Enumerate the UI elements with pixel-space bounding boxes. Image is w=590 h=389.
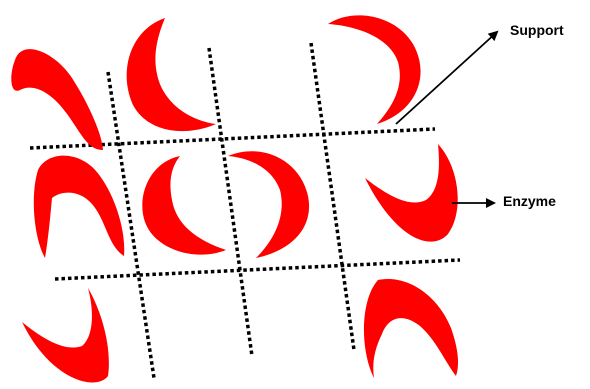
enzyme-molecules (11, 15, 458, 382)
support-label: Support (510, 22, 564, 38)
enzyme-shape (364, 279, 458, 378)
enzyme-shape (328, 15, 421, 124)
enzyme-shape (142, 156, 226, 255)
enzyme-shape (365, 144, 458, 242)
enzyme-shape (22, 288, 109, 382)
enzyme-shape (127, 18, 216, 131)
enzyme-shape (11, 49, 103, 150)
enzyme-label: Enzyme (503, 193, 556, 209)
enzyme-shape (34, 156, 124, 258)
support-strand (55, 260, 460, 279)
support-strand (311, 43, 354, 350)
support-strand (209, 48, 252, 356)
enzyme-shape (228, 151, 309, 258)
